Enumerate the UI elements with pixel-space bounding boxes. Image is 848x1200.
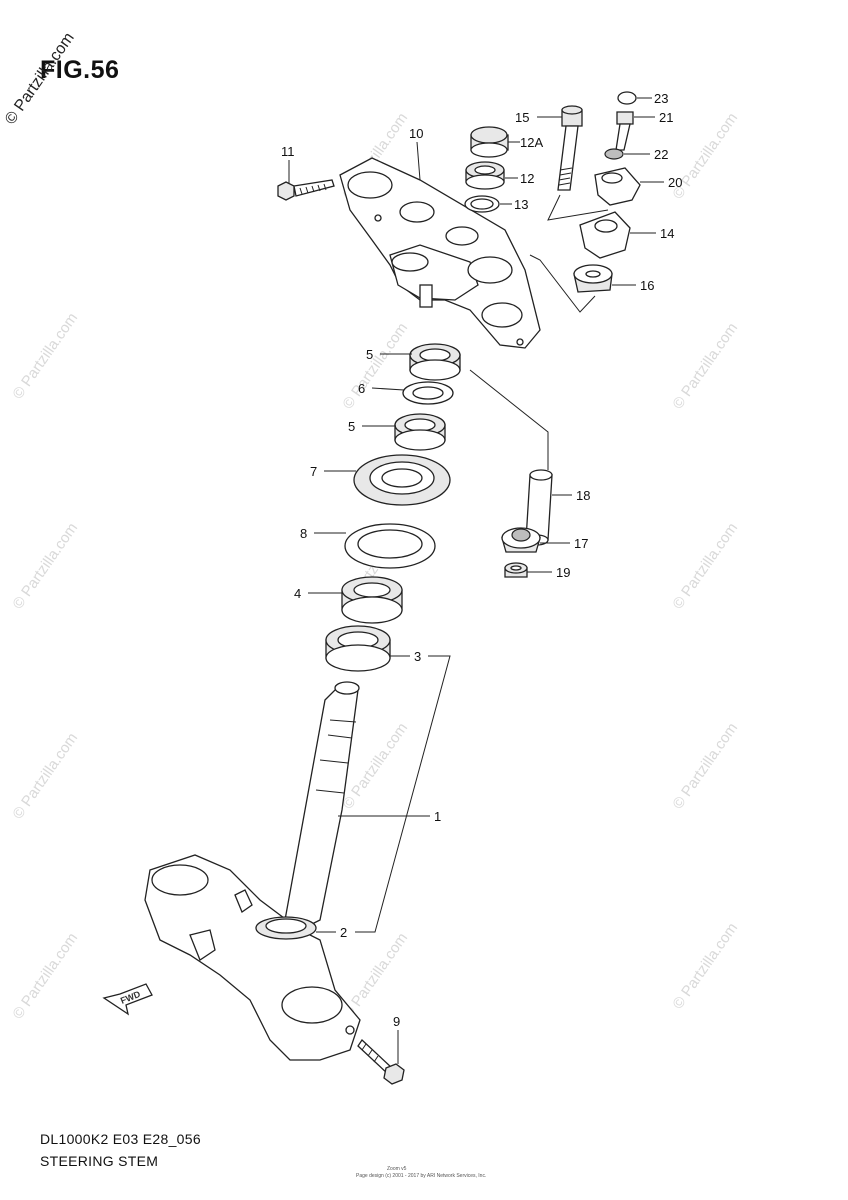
nut-part-19 bbox=[504, 562, 528, 578]
callout-8: 8 bbox=[300, 526, 307, 541]
cushion-part-17 bbox=[501, 527, 541, 553]
fine-print-zoom: Zoom v5 bbox=[387, 1166, 407, 1172]
callout-14: 14 bbox=[660, 226, 674, 241]
bolt-part-9 bbox=[357, 1039, 405, 1085]
callout-11: 11 bbox=[281, 144, 295, 159]
dust-seal-part-7 bbox=[353, 454, 451, 506]
lock-nut-part-5-upper bbox=[409, 343, 461, 381]
lower-bracket bbox=[144, 854, 361, 1061]
callout-19: 19 bbox=[556, 565, 570, 580]
cap-nut-part-12A bbox=[470, 126, 509, 158]
nut-part-12 bbox=[465, 161, 505, 190]
holder-part-14 bbox=[579, 211, 631, 259]
callout-2: 2 bbox=[340, 925, 347, 940]
callout-1: 1 bbox=[434, 809, 441, 824]
watermark-tile: © Partzilla.com bbox=[669, 320, 741, 413]
callout-17: 17 bbox=[574, 536, 588, 551]
callout-3: 3 bbox=[414, 649, 421, 664]
watermark-tile: © Partzilla.com bbox=[669, 520, 741, 613]
callout-23: 23 bbox=[654, 91, 668, 106]
leader-dashed bbox=[469, 369, 549, 470]
lock-nut-part-5-lower bbox=[394, 413, 446, 451]
leader-line bbox=[355, 655, 451, 933]
watermark-tile: © Partzilla.com bbox=[9, 930, 81, 1023]
section-name: STEERING STEM bbox=[40, 1153, 159, 1169]
callout-21: 21 bbox=[659, 110, 673, 125]
model-code: DL1000K2 E03 E28_056 bbox=[40, 1131, 201, 1147]
watermark-tile: © Partzilla.com bbox=[9, 730, 81, 823]
leader-line bbox=[416, 141, 421, 181]
callout-22: 22 bbox=[654, 147, 668, 162]
callout-20: 20 bbox=[668, 175, 682, 190]
watermark-tile: © Partzilla.com bbox=[9, 520, 81, 613]
cap-part-23 bbox=[617, 91, 637, 105]
callout-7: 7 bbox=[310, 464, 317, 479]
bearing-part-3 bbox=[325, 625, 391, 672]
figure-title: FIG.56 bbox=[40, 56, 120, 84]
callout-12: 12 bbox=[520, 171, 534, 186]
callout-6: 6 bbox=[358, 381, 365, 396]
watermark-tile: © Partzilla.com bbox=[669, 920, 741, 1013]
leader-dashed bbox=[547, 194, 609, 221]
callout-9: 9 bbox=[393, 1014, 400, 1029]
fwd-arrow-icon: FWD bbox=[102, 983, 153, 1016]
callout-10: 10 bbox=[409, 126, 423, 141]
holder-part-20 bbox=[594, 167, 641, 206]
callout-18: 18 bbox=[576, 488, 590, 503]
bolt-part-21 bbox=[615, 111, 634, 151]
watermark-tile: © Partzilla.com bbox=[339, 320, 411, 413]
bearing-part-4 bbox=[341, 576, 403, 624]
watermark-tile: © Partzilla.com bbox=[9, 310, 81, 403]
leader-dashed bbox=[529, 254, 596, 313]
callout-5-upper: 5 bbox=[366, 347, 373, 362]
washer-part-13 bbox=[464, 195, 500, 213]
washer-part-22 bbox=[604, 148, 624, 160]
callout-13: 13 bbox=[514, 197, 528, 212]
seal-part-2 bbox=[255, 916, 317, 940]
callout-16: 16 bbox=[640, 278, 654, 293]
leader-line bbox=[371, 387, 405, 391]
callouts: 11 10 12A 12 13 15 23 21 22 20 14 16 5 6… bbox=[281, 91, 682, 1064]
fine-print-copyright: Page design (c) 2001 - 2017 by ARI Netwo… bbox=[356, 1173, 487, 1179]
bolt-part-11 bbox=[277, 179, 335, 201]
callout-12A: 12A bbox=[520, 135, 543, 150]
upper-bracket-part-10 bbox=[339, 157, 541, 349]
bolt-part-15 bbox=[557, 105, 583, 191]
callout-15: 15 bbox=[515, 110, 529, 125]
cushion-part-16 bbox=[573, 264, 613, 293]
seal-part-8 bbox=[344, 523, 436, 569]
washer-part-6 bbox=[402, 381, 454, 405]
watermark-tile: © Partzilla.com bbox=[669, 720, 741, 813]
callout-4: 4 bbox=[294, 586, 301, 601]
callout-5-lower: 5 bbox=[348, 419, 355, 434]
